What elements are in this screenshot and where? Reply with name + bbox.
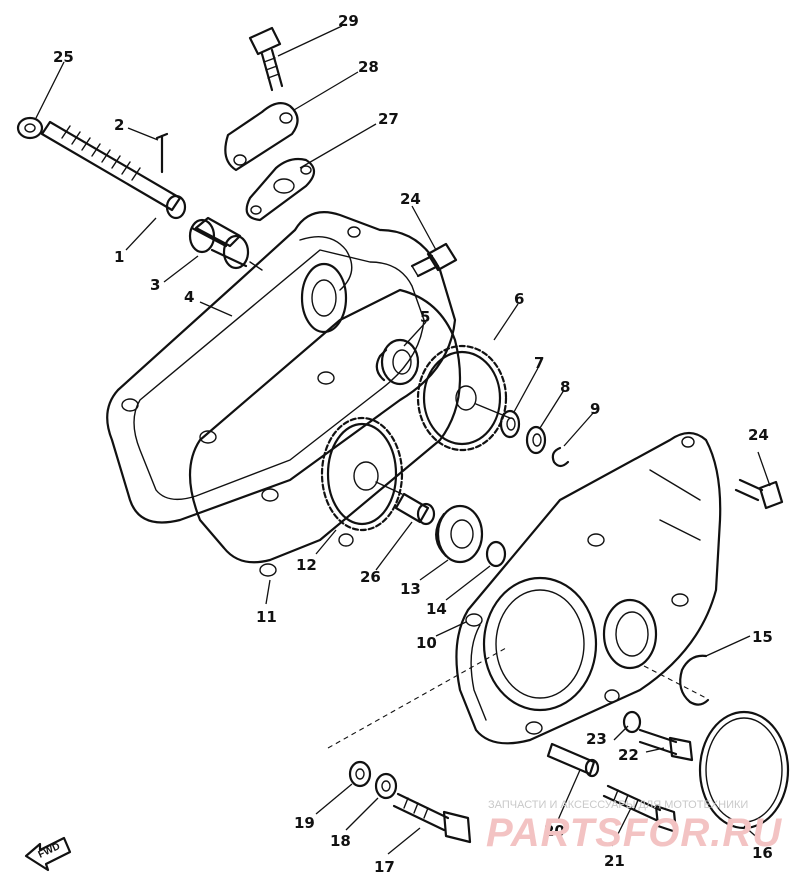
callout-14: 14	[426, 600, 447, 618]
callout-1: 1	[114, 248, 124, 266]
callout-29: 29	[338, 12, 359, 30]
part-25-washer	[16, 116, 44, 140]
callout-3: 3	[150, 276, 160, 294]
fwd-arrow-icon: FWD	[24, 836, 72, 872]
callout-5: 5	[420, 308, 430, 326]
part-10-cover	[455, 431, 722, 745]
callout-16: 16	[752, 844, 773, 862]
watermark-tagline: ЗАПЧАСТИ И АКСЕССУАРЫ ДЛЯ МОТОТЕХНИКИ	[488, 799, 748, 811]
part-2-pin	[155, 132, 169, 174]
callout-11: 11	[256, 608, 277, 626]
callout-8: 8	[560, 378, 570, 396]
callout-9: 9	[590, 400, 600, 418]
part-19-washer	[348, 760, 372, 788]
part-1-shaft	[40, 120, 187, 220]
part-8-washer	[525, 425, 547, 455]
part-6-gear	[416, 344, 511, 452]
callout-19: 19	[294, 814, 315, 832]
leader-lines	[35, 25, 771, 855]
part-16-oring	[698, 710, 790, 830]
watermark: ЗАПЧАСТИ И АКСЕССУАРЫ ДЛЯ МОТОТЕХНИКИ PA…	[486, 799, 782, 855]
callout-26: 26	[360, 568, 381, 586]
part-26-collar	[394, 492, 436, 526]
part-13-bearing	[435, 504, 484, 564]
callout-17: 17	[374, 858, 395, 876]
callout-7: 7	[534, 354, 544, 372]
part-14-circlip	[485, 540, 507, 568]
part-11-gasket	[188, 288, 462, 577]
part-27-gasket	[245, 157, 316, 222]
callout-labels: 25 2 1 3 4 29 28 27 24 5 6 7 8 9 24 12 2…	[53, 12, 773, 876]
part-4-housing	[106, 211, 457, 524]
callout-24-right: 24	[748, 426, 769, 444]
part-7-washer	[499, 409, 521, 439]
watermark-logo: PARTSFOR.RU	[486, 811, 782, 855]
callout-4: 4	[184, 288, 194, 306]
part-12-gear	[320, 416, 404, 532]
callout-15: 15	[752, 628, 773, 646]
callout-20: 20	[544, 822, 565, 840]
part-9-circlip	[551, 446, 570, 468]
callout-21: 21	[604, 852, 625, 870]
callout-18: 18	[330, 832, 351, 850]
part-17-bolt	[392, 792, 472, 844]
callout-13: 13	[400, 580, 421, 598]
part-28-plate	[224, 101, 299, 172]
part-23-washer	[622, 710, 642, 734]
callout-23: 23	[586, 730, 607, 748]
part-21-bolt	[602, 784, 678, 834]
assembly-line-2	[643, 665, 707, 699]
callout-28: 28	[358, 58, 379, 76]
part-24-bolt-right	[734, 478, 784, 510]
callout-25: 25	[53, 48, 74, 66]
callout-27: 27	[378, 110, 399, 128]
callout-2: 2	[114, 116, 124, 134]
callout-22: 22	[618, 746, 639, 764]
part-18-washer	[374, 772, 398, 800]
callout-10: 10	[416, 634, 437, 652]
part-29-bolt	[248, 26, 284, 92]
part-15-circlip	[679, 654, 710, 706]
part-5-bearing	[375, 338, 420, 386]
callout-12: 12	[296, 556, 317, 574]
callout-6: 6	[514, 290, 524, 308]
part-22-bolt	[638, 728, 694, 762]
part-20-dowel	[546, 742, 600, 778]
callout-24-upper: 24	[400, 190, 421, 208]
assembly-line	[327, 647, 507, 749]
part-24-bolt-upper	[410, 242, 458, 278]
part-3-bushing	[188, 216, 263, 271]
